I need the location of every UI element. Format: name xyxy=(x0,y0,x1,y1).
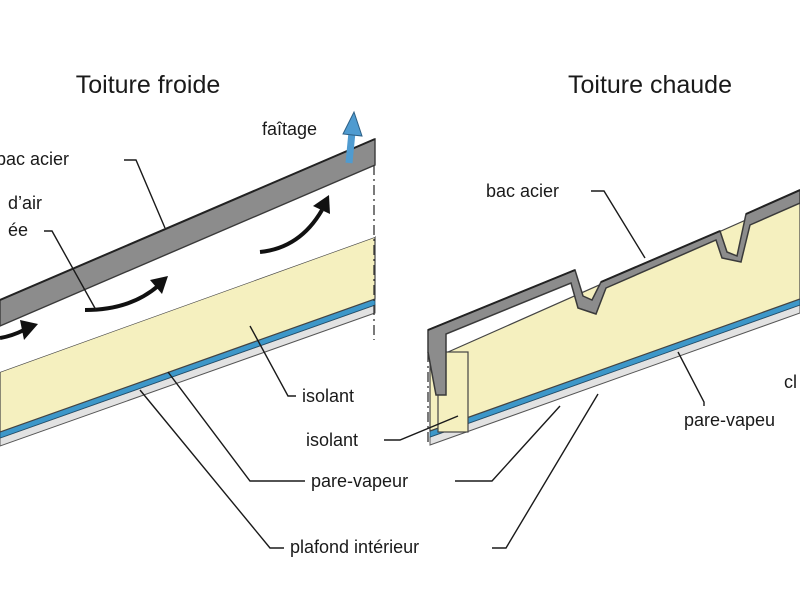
cold-air-gap xyxy=(0,165,375,372)
ridge-outlet-arrow xyxy=(342,110,363,164)
cold-air-label-line2: ée xyxy=(8,220,28,240)
warm-insulation-leader xyxy=(384,415,459,441)
air-flow-arrow-1 xyxy=(0,328,25,340)
warm-steel-deck xyxy=(427,189,800,396)
cold-insulation-label: isolant xyxy=(302,386,354,406)
cold-steel-deck-label: bac acier xyxy=(0,149,69,169)
warm-roof-panel: Toiture chaude bac acier isolant pare-va… xyxy=(306,71,800,549)
warm-vapour-barrier-leader-2 xyxy=(677,351,705,406)
ceiling-leader-warm xyxy=(492,393,599,549)
warm-cut-label: cl xyxy=(784,372,797,392)
warm-vapour-barrier-label: pare-vapeu xyxy=(684,410,775,430)
ceiling-leader-cold xyxy=(139,389,284,549)
air-flow-arrows xyxy=(0,195,330,340)
air-flow-arrowhead-3 xyxy=(313,195,330,214)
cold-roof-title: Toiture froide xyxy=(76,71,221,99)
warm-vapour-barrier-leader xyxy=(455,405,561,482)
vapour-barrier-label: pare-vapeur xyxy=(311,471,408,491)
warm-steel-deck-leader xyxy=(591,190,646,259)
air-flow-arrow-2 xyxy=(84,284,160,312)
warm-roof-title: Toiture chaude xyxy=(568,71,732,99)
cold-steel-deck-leader xyxy=(124,159,166,229)
cold-insulation-leader xyxy=(249,325,296,397)
air-flow-arrowhead-1 xyxy=(20,320,38,340)
warm-steel-deck-label: bac acier xyxy=(486,181,559,201)
air-flow-arrowhead-2 xyxy=(150,276,168,294)
cold-air-leader xyxy=(44,230,97,311)
ceiling-label: plafond intérieur xyxy=(290,537,419,557)
cold-air-label-line1: d’air xyxy=(8,193,42,213)
cold-ridge-label: faîtage xyxy=(262,119,317,139)
warm-insulation-label: isolant xyxy=(306,430,358,450)
cold-vapour-barrier-leader xyxy=(167,371,305,482)
air-flow-arrow-3 xyxy=(259,208,324,254)
cold-roof-panel: Toiture froide faîtage bac acier d’air é… xyxy=(0,71,419,557)
